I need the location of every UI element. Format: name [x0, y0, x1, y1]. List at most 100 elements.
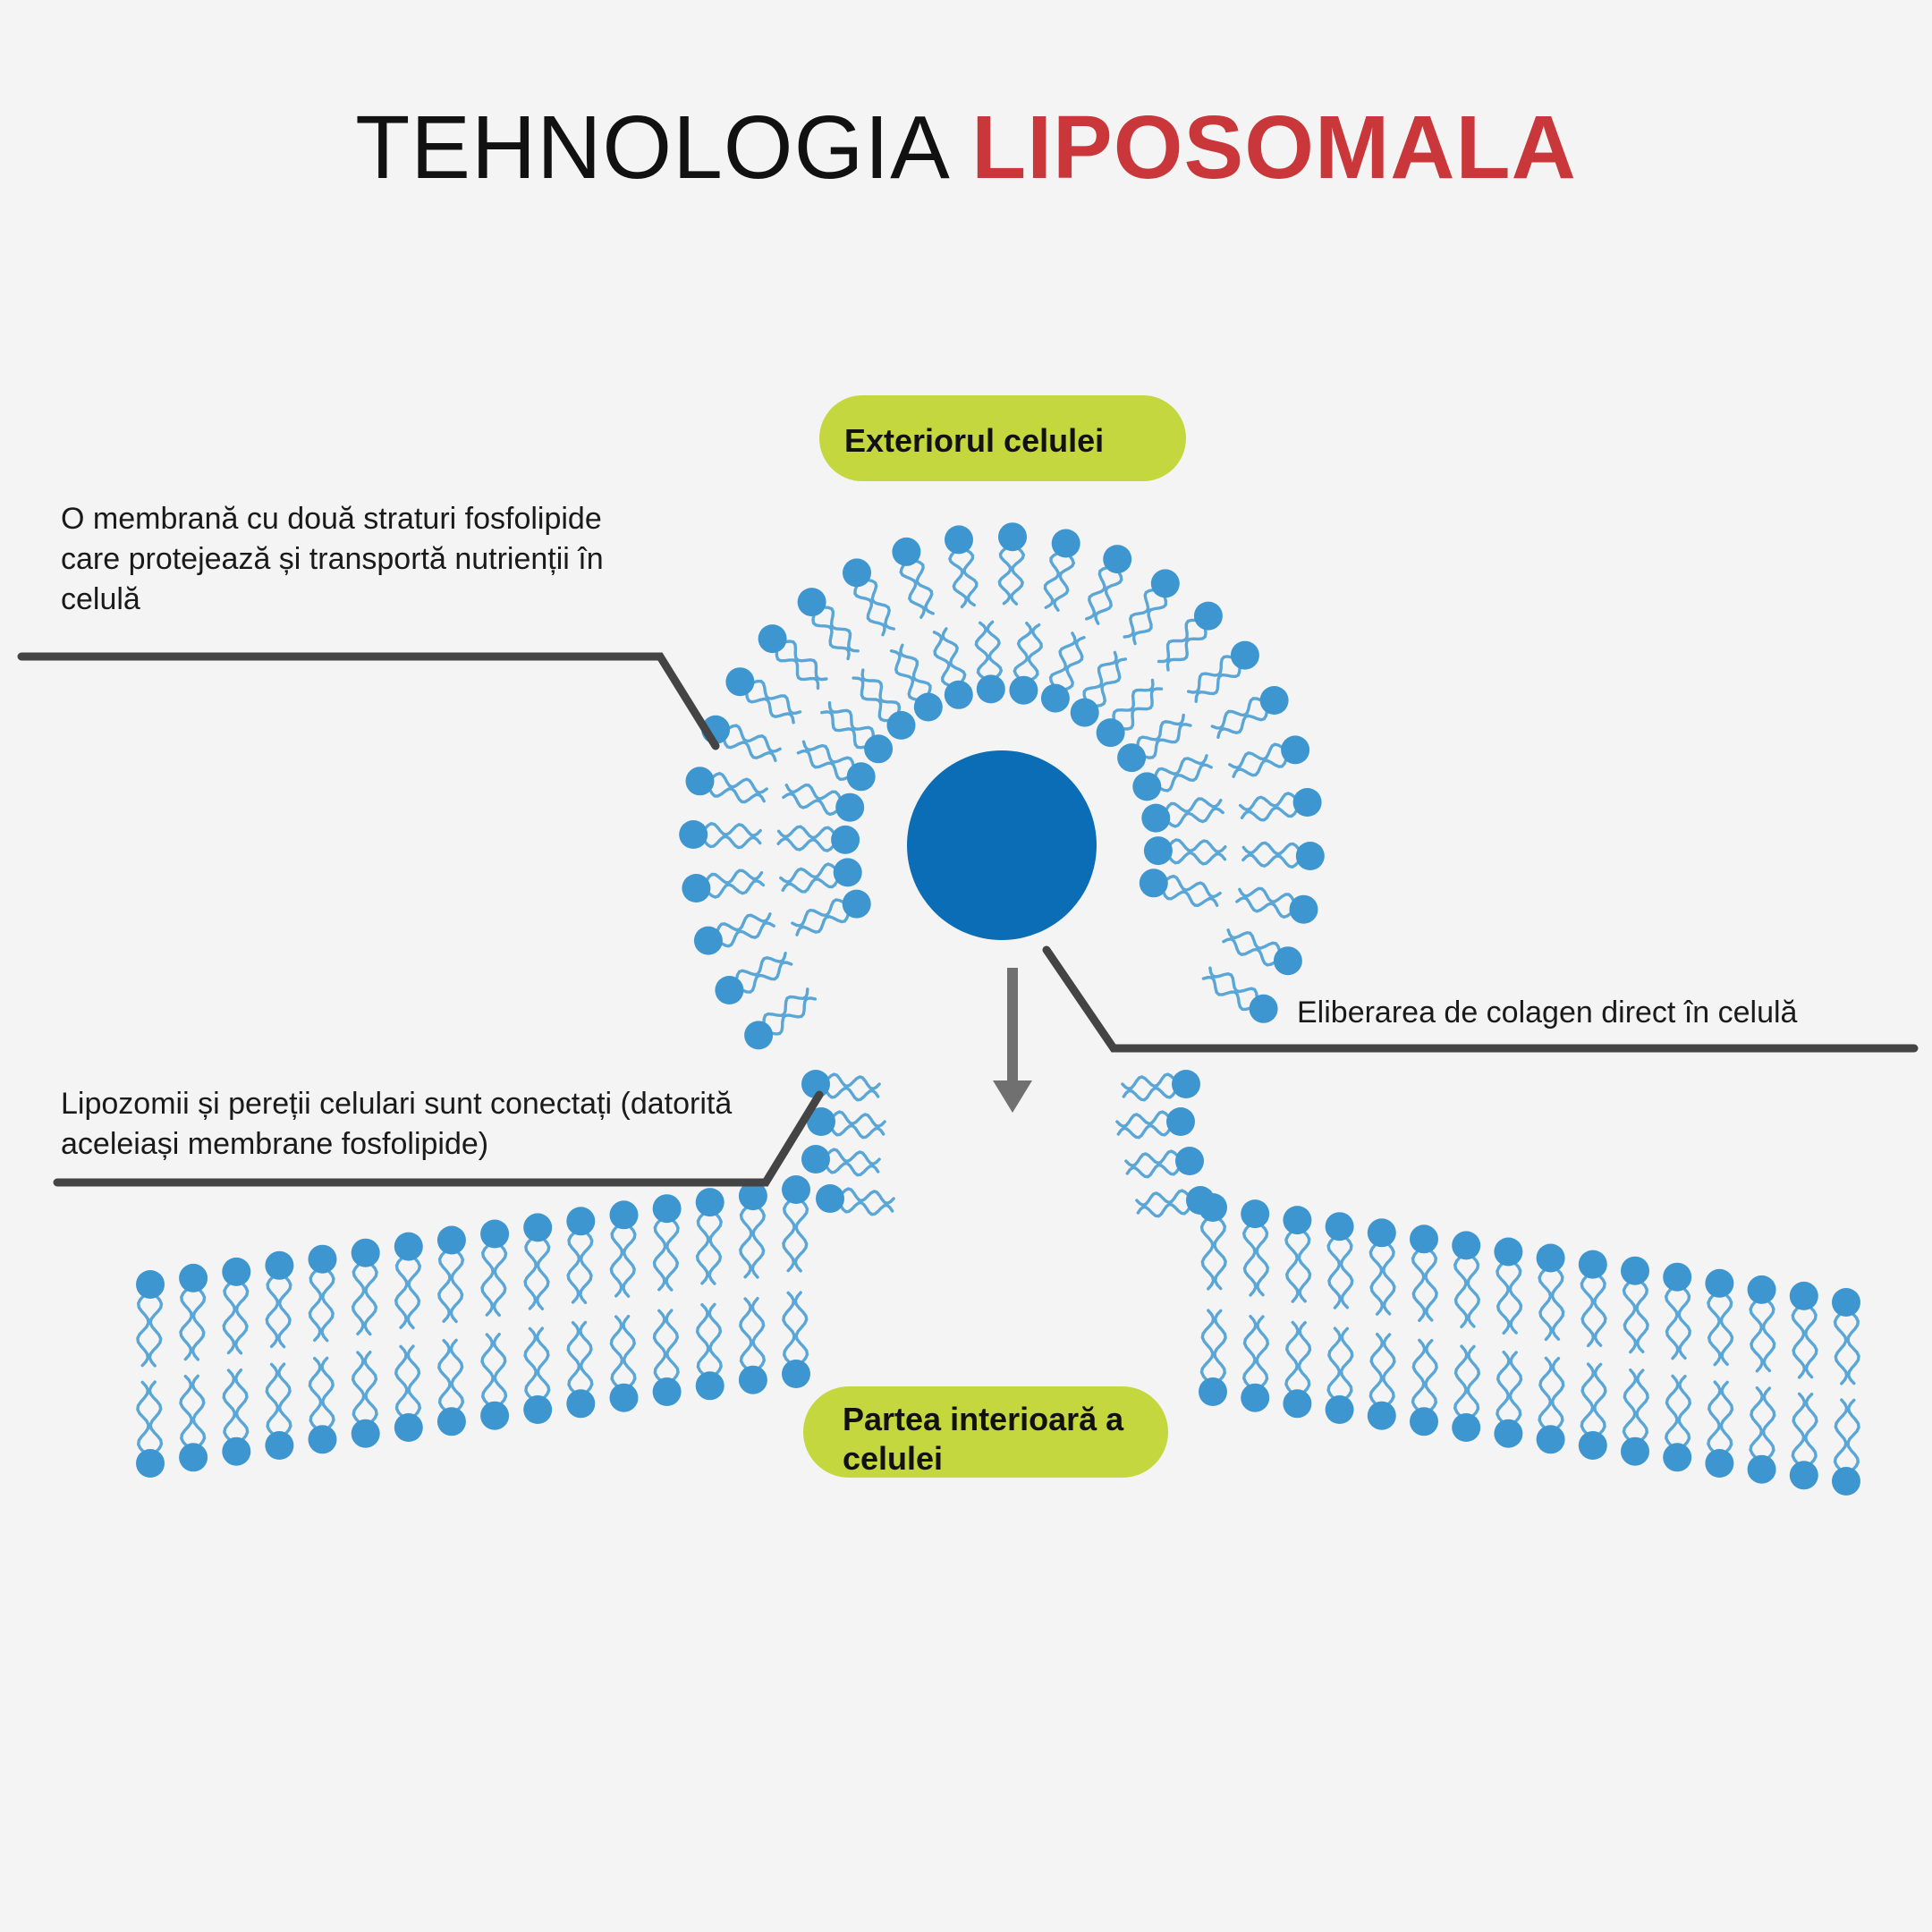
lipid-tail [1165, 797, 1223, 813]
lipid-head [1452, 1413, 1481, 1442]
lipid-tail [1664, 1287, 1680, 1360]
lipid-tail [1761, 1299, 1776, 1373]
lipid-tail [1048, 631, 1077, 687]
lipid-tail [1210, 697, 1263, 730]
lipid-tail [1043, 551, 1060, 609]
lipid-head [1295, 842, 1325, 870]
lipid-head [744, 1021, 774, 1050]
lipid-tail [1052, 554, 1076, 612]
lipid-tail [148, 1380, 164, 1453]
lipid-tail [1216, 709, 1269, 739]
lipid-tail [1201, 975, 1252, 1012]
lipid-tail [1027, 623, 1043, 682]
lipid-tail [1136, 1202, 1191, 1218]
lipid-head [679, 820, 708, 849]
lipid-head [1199, 1193, 1227, 1222]
lipid-tail [762, 987, 809, 1025]
lipid-tail [406, 1256, 422, 1330]
lipid-head [1175, 1147, 1204, 1175]
lipid-head [436, 1225, 466, 1255]
lipid-tail [825, 1086, 880, 1102]
lipid-head [1663, 1262, 1692, 1292]
lipid-tail [277, 1362, 292, 1436]
lipid-tail [820, 710, 868, 750]
lipid-tail [535, 1237, 551, 1310]
lipid-tail [148, 1294, 164, 1368]
lipid-tail [708, 1212, 723, 1285]
lipid-tail [351, 1262, 366, 1335]
lipid-head [1051, 529, 1080, 558]
lipid-head [1193, 601, 1223, 631]
lipid-tail [741, 961, 793, 994]
leader-line-connection [53, 1090, 824, 1187]
lipid-tail [1213, 1217, 1227, 1291]
lipid-tail [1123, 588, 1156, 639]
lipid-tail [1085, 565, 1109, 621]
lipid-tail [652, 1218, 667, 1292]
lipid-tail [1761, 1386, 1776, 1460]
lipid-tail [363, 1351, 378, 1424]
lipid-head [351, 1419, 380, 1448]
lipid-tail [708, 1302, 723, 1377]
lipid-head [1578, 1250, 1607, 1279]
lipid-head [801, 1145, 830, 1174]
lipid-head [1705, 1449, 1734, 1478]
lipid-head [864, 734, 894, 764]
lipid-head [1070, 698, 1099, 727]
lipid-head [1705, 1268, 1734, 1298]
lipid-head [1663, 1443, 1692, 1472]
lipid-tail [1622, 1368, 1638, 1442]
lipid-tail [793, 1291, 809, 1364]
lipid-head [1325, 1395, 1354, 1424]
lipid-tail [179, 1287, 193, 1361]
lipid-head [394, 1232, 423, 1261]
lipid-tail [622, 1315, 637, 1388]
lipid-head [846, 762, 876, 792]
lipid-tail [1116, 1123, 1172, 1140]
lipid-tail [779, 862, 837, 884]
lipid-tail [1240, 806, 1299, 822]
lipid-head [1230, 640, 1259, 670]
lipid-tail [932, 631, 952, 688]
lipid-head [833, 858, 862, 887]
lipid-head [1578, 1431, 1607, 1460]
lipid-head [1536, 1425, 1565, 1454]
lipid-tail [1339, 1236, 1354, 1309]
lipid-tail [222, 1368, 237, 1442]
lipid-head [136, 1449, 165, 1478]
lipid-head [886, 710, 916, 740]
lipid-tail [1168, 838, 1227, 854]
lipid-tail [1208, 966, 1259, 999]
lipid-head [1139, 869, 1168, 898]
lipid-tail [1466, 1255, 1481, 1328]
page-title: TEHNOLOGIA LIPOSOMALA [0, 97, 1932, 199]
lipid-tail [751, 679, 802, 716]
lipid-tail [822, 606, 860, 653]
lipid-tail [1749, 1386, 1764, 1460]
lipid-head [998, 522, 1027, 552]
lipid-tail [1063, 636, 1086, 691]
lipid-tail [941, 627, 967, 684]
lipid-tail [795, 912, 851, 936]
lipid-tail [703, 835, 762, 850]
lipid-tail [1466, 1344, 1481, 1418]
lipid-tail [609, 1224, 624, 1298]
lipid-head [738, 1182, 767, 1211]
lipid-tail [1222, 937, 1277, 967]
lipid-tail [1241, 1315, 1258, 1388]
lipid-tail [826, 1072, 881, 1091]
lipid-tail [1707, 1293, 1722, 1367]
lipid-tail [750, 1206, 767, 1279]
lipid-head [1789, 1281, 1818, 1310]
lipid-head [715, 976, 744, 1004]
lipid-tail [652, 1309, 667, 1382]
lipid-tail [782, 1199, 796, 1273]
lipid-head [1325, 1212, 1354, 1241]
lipid-tail [782, 792, 839, 817]
lipid-head [1367, 1401, 1396, 1430]
lipid-head [136, 1270, 165, 1299]
lipid-tail [1326, 1326, 1342, 1400]
lipid-tail [1241, 841, 1301, 856]
lipid-tail [889, 649, 919, 702]
lipid-head [1367, 1218, 1396, 1248]
